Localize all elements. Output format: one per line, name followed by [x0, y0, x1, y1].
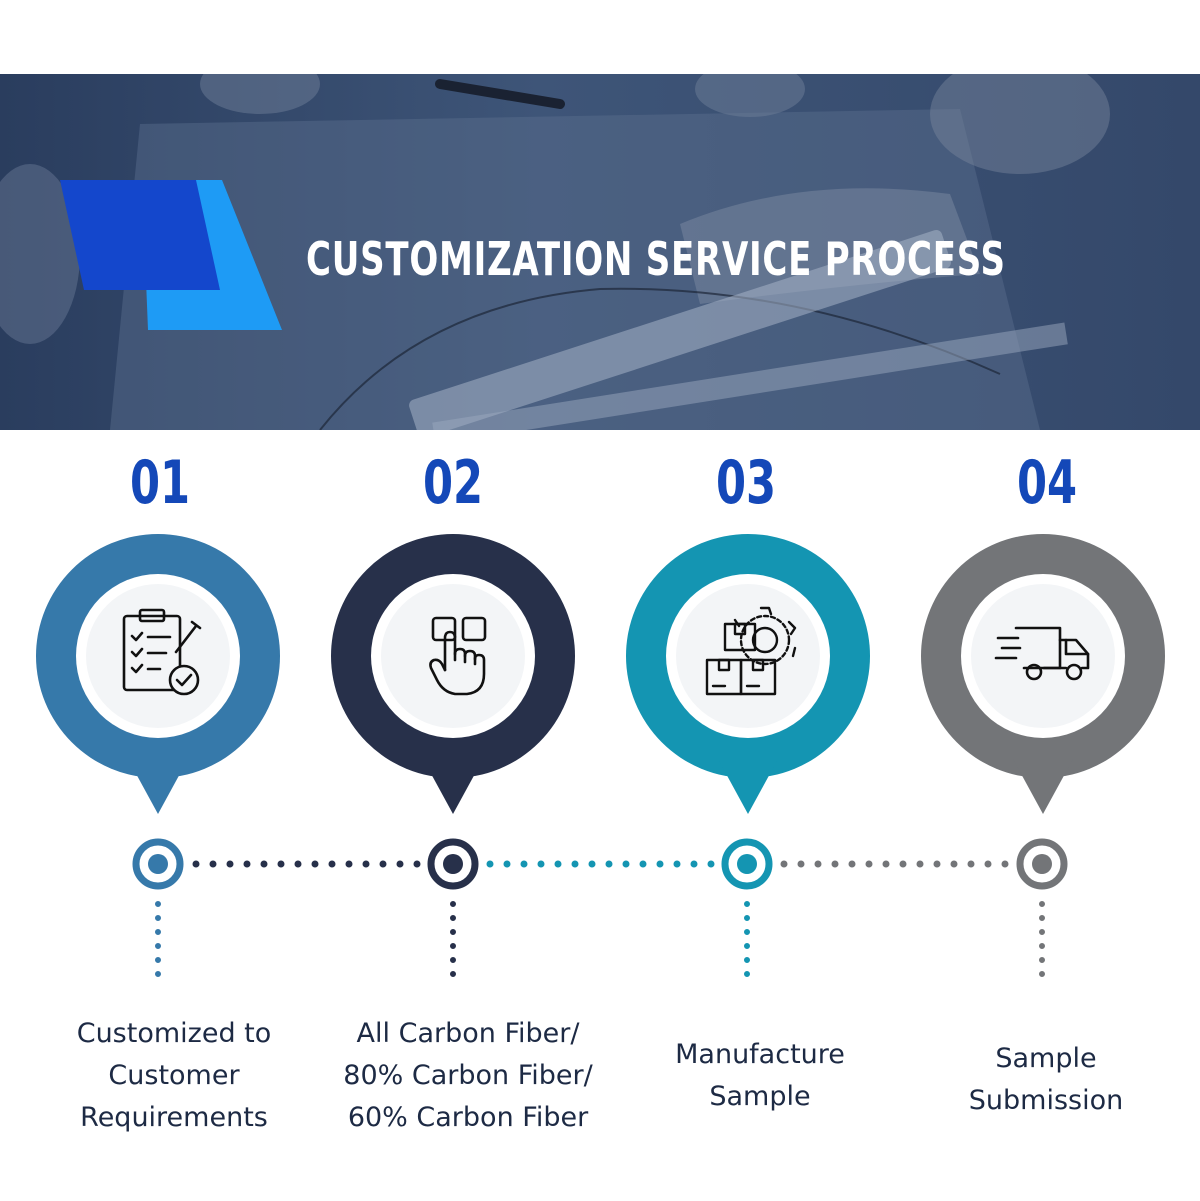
step-label-4-line-1: Sample — [995, 1043, 1097, 1074]
timeline-node-3 — [721, 838, 773, 890]
logo-parallelogram-shape — [60, 180, 282, 330]
timeline-node-1 — [132, 838, 184, 890]
step-label-1-line-3: Requirements — [80, 1102, 268, 1133]
manufacturing-boxes-gear-icon — [705, 606, 797, 696]
delivery-truck-icon — [994, 626, 1090, 681]
step-label-3: Manufacture Sample — [610, 1034, 910, 1118]
step-label-1-line-1: Customized to — [76, 1018, 272, 1049]
step-number-2: 02 — [422, 448, 484, 518]
step-pin-2 — [331, 534, 575, 814]
step-number-1: 01 — [129, 448, 191, 518]
banner-background-image — [0, 74, 1110, 430]
step-label-3-line-1: Manufacture — [675, 1039, 845, 1070]
process-timeline — [132, 838, 1068, 991]
step-label-2-line-3: 60% Carbon Fiber — [347, 1102, 589, 1133]
step-label-4: Sample Submission — [896, 1038, 1196, 1122]
timeline-node-2 — [427, 838, 479, 890]
banner-title: CUSTOMIZATION SERVICE PROCESS — [306, 232, 1006, 286]
clipboard-checklist-icon — [122, 608, 202, 696]
timeline-node-4 — [1016, 838, 1068, 890]
header-banner: CUSTOMIZATION SERVICE PROCESS — [0, 74, 1200, 430]
step-number-3: 03 — [715, 448, 777, 518]
step-number-4: 04 — [1016, 448, 1078, 518]
step-label-1-line-2: Customer — [108, 1060, 240, 1091]
step-pin-4 — [921, 534, 1165, 814]
step-pin-1 — [36, 534, 280, 814]
step-label-1: Customized to Customer Requirements — [24, 1013, 324, 1139]
step-label-2-line-1: All Carbon Fiber/ — [356, 1018, 580, 1049]
touch-select-icon — [429, 616, 487, 696]
step-label-4-line-2: Submission — [968, 1085, 1124, 1116]
step-label-2-line-2: 80% Carbon Fiber/ — [343, 1060, 593, 1091]
step-label-2: All Carbon Fiber/ 80% Carbon Fiber/ 60% … — [318, 1013, 618, 1139]
step-label-3-line-2: Sample — [709, 1081, 811, 1112]
